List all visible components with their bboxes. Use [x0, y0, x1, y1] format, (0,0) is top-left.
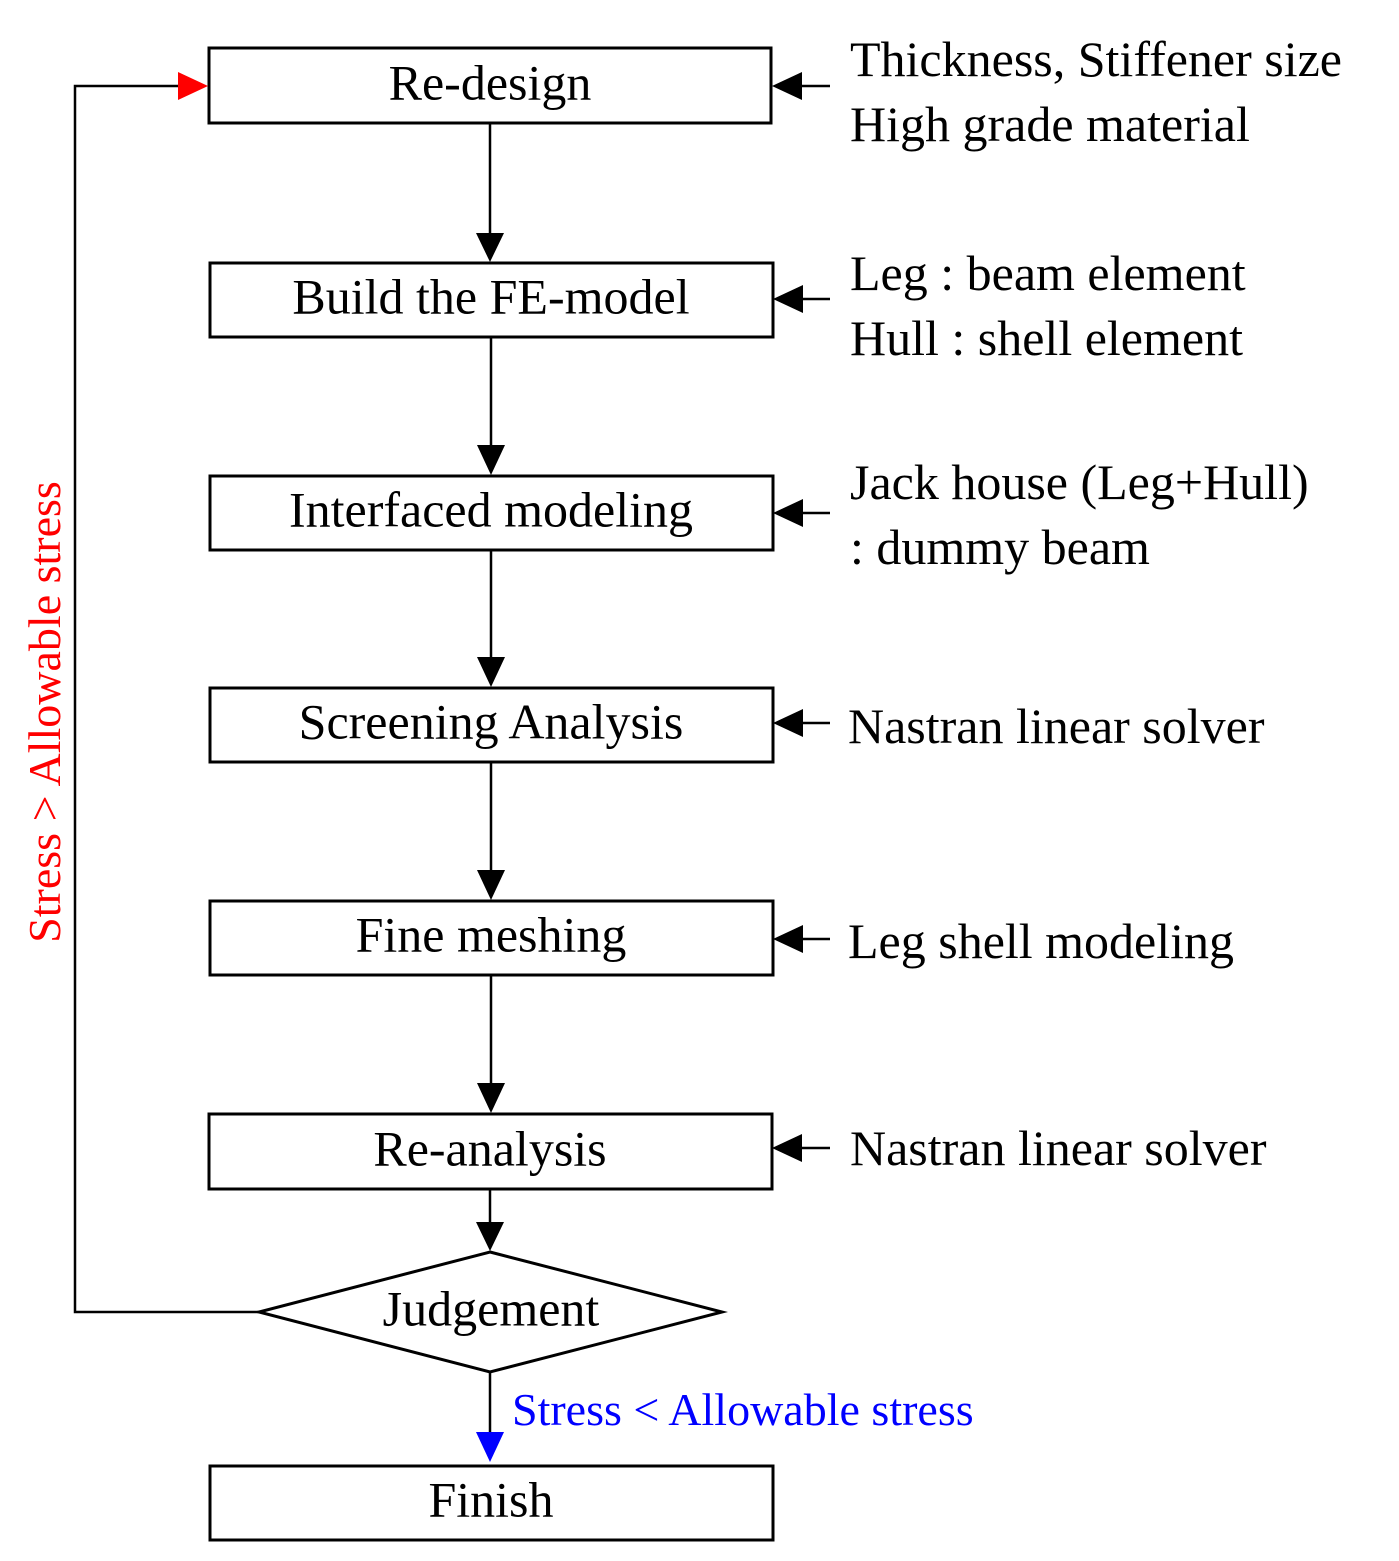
input-arrow-interfaced	[773, 499, 830, 527]
flow-arrow-interfaced-to-screening	[477, 550, 505, 687]
flow-arrow-fine-meshing-to-reanalysis	[477, 975, 505, 1113]
step-reanalysis-label: Re-analysis	[373, 1120, 606, 1176]
step-build-fe-model-box	[208, 261, 775, 339]
step-build-fe-model-label: Build the FE-model	[292, 268, 689, 324]
input-arrow-screening	[773, 709, 830, 737]
flow-arrow-build-to-interfaced	[477, 337, 505, 475]
step-finish-box	[208, 1464, 775, 1542]
note-build-line-1: Leg : beam element	[850, 245, 1246, 301]
decision-judgement: Judgement	[253, 1250, 728, 1374]
note-reanalysis-line-1: Nastran linear solver	[850, 1120, 1267, 1176]
step-reanalysis: Re-analysis	[207, 1112, 774, 1191]
note-redesign-line-2: High grade material	[850, 96, 1250, 152]
input-arrow-reanalysis	[772, 1134, 830, 1162]
note-fine-meshing-line-1: Leg shell modeling	[848, 913, 1234, 969]
note-redesign-line-1: Thickness, Stiffener size	[850, 31, 1342, 87]
step-interfaced-modeling-label: Interfaced modeling	[289, 481, 693, 537]
step-redesign: Re-design	[207, 46, 773, 125]
step-finish-label: Finish	[428, 1471, 553, 1527]
step-screening-analysis-box	[208, 686, 775, 764]
step-build-fe-model: Build the FE-model	[208, 261, 775, 339]
note-build-line-2: Hull : shell element	[850, 310, 1243, 366]
flow-arrow-screening-to-fine-meshing	[477, 762, 505, 900]
step-screening-analysis-label: Screening Analysis	[299, 693, 684, 749]
note-interfaced-line-2: : dummy beam	[850, 519, 1150, 575]
step-fine-meshing: Fine meshing	[208, 899, 775, 977]
fail-condition-label: Stress > Allowable stress	[19, 481, 70, 943]
pass-condition-label: Stress < Allowable stress	[512, 1384, 974, 1435]
step-fine-meshing-label: Fine meshing	[356, 906, 627, 962]
note-screening-line-1: Nastran linear solver	[848, 698, 1265, 754]
fail-loop-arrow	[73, 72, 259, 1314]
step-redesign-label: Re-design	[389, 54, 592, 110]
step-redesign-box	[207, 46, 773, 125]
flow-arrow-reanalysis-to-judgement	[476, 1189, 504, 1251]
note-interfaced-line-1: Jack house (Leg+Hull)	[850, 454, 1309, 510]
input-arrow-fine-meshing	[773, 925, 830, 953]
step-finish: Finish	[208, 1464, 775, 1542]
flow-arrow-redesign-to-build	[476, 123, 504, 262]
step-interfaced-modeling: Interfaced modeling	[208, 474, 775, 552]
input-arrow-build	[773, 285, 830, 313]
step-screening-analysis: Screening Analysis	[208, 686, 775, 764]
decision-judgement-label: Judgement	[383, 1280, 600, 1336]
input-arrow-redesign	[772, 72, 830, 100]
step-reanalysis-box	[207, 1112, 774, 1191]
pass-arrow	[476, 1372, 504, 1462]
